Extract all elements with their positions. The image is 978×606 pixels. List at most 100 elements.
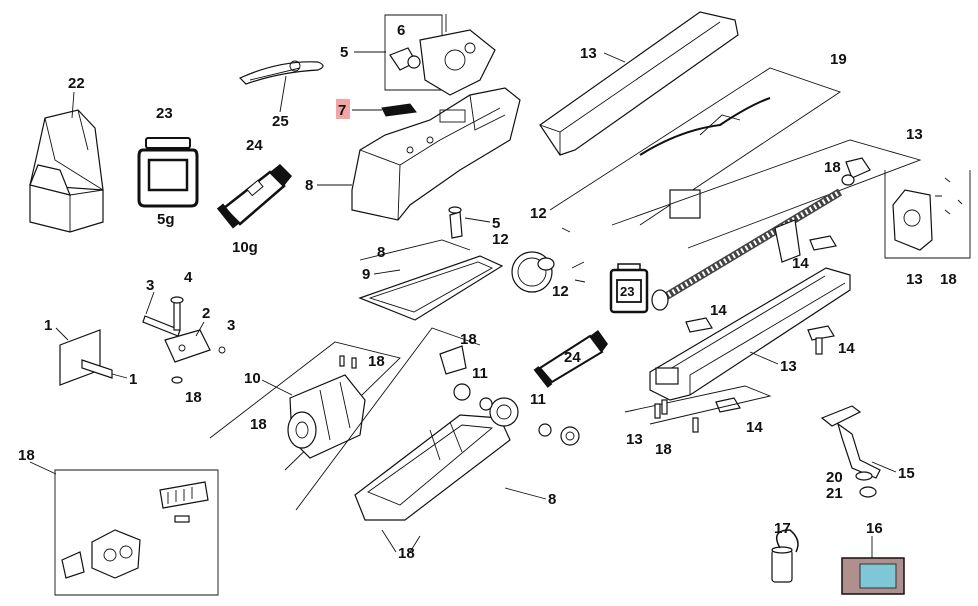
part-23-grease-jar-small[interactable] (609, 263, 649, 314)
part-9-seal-plate[interactable] (358, 255, 504, 321)
part-8-gearbox-base[interactable] (354, 414, 511, 521)
part-13-bracket-right[interactable] (892, 177, 963, 251)
label-18-gearbox: 18 (460, 331, 477, 348)
label-23-small: 23 (620, 284, 634, 299)
label-5-top: 5 (340, 44, 348, 61)
label-8-bottom: 8 (548, 491, 556, 508)
label-25: 25 (272, 113, 289, 130)
frame-part-9 (359, 239, 471, 261)
part-14-block-c[interactable] (807, 325, 835, 355)
label-13-top: 13 (580, 45, 597, 62)
label-14-a: 14 (792, 255, 809, 272)
part-3-pin[interactable] (142, 315, 226, 354)
part-24-grease-tube-small[interactable] (533, 330, 608, 388)
label-14-c: 14 (838, 340, 855, 357)
part-13-screws[interactable] (654, 399, 699, 433)
label-18-left: 18 (185, 389, 202, 406)
label-10: 10 (244, 370, 261, 387)
label-8-mid: 8 (377, 244, 385, 261)
label-7: 7 (338, 102, 346, 119)
label-18-screws: 18 (655, 441, 672, 458)
part-18-screws-motor[interactable] (339, 355, 357, 369)
part-18-bracket-upper[interactable] (841, 157, 871, 186)
label-3-b: 3 (227, 317, 235, 334)
label-9: 9 (362, 266, 370, 283)
part-1-base-plate[interactable] (59, 329, 113, 386)
frame-screws-lower (624, 385, 772, 425)
part-14-block-a[interactable] (809, 235, 837, 251)
tube-weight-10g: 10g (232, 239, 258, 256)
frame-part-13-right (884, 170, 971, 259)
label-22: 22 (68, 75, 85, 92)
label-8-top: 8 (305, 177, 313, 194)
frame-part-18-box (54, 469, 219, 596)
part-15-bracket[interactable] (820, 405, 881, 479)
part-13-base-rail[interactable] (649, 267, 851, 401)
label-18-box: 18 (18, 447, 35, 464)
frame-gearbox (295, 327, 481, 511)
part-21-nut[interactable] (859, 486, 877, 498)
part-4-bolt[interactable] (170, 296, 184, 331)
frame-part-19 (549, 67, 842, 226)
part-bearings[interactable] (538, 423, 580, 446)
label-13-bottomright: 13 (906, 271, 923, 288)
label-24-small: 24 (564, 349, 581, 366)
part-25-gasket[interactable] (238, 60, 324, 85)
part-22-box[interactable] (29, 109, 104, 233)
label-18-bottomright: 18 (940, 271, 957, 288)
label-13-screws: 13 (626, 431, 643, 448)
part-16-foam-pad[interactable] (841, 557, 905, 595)
label-12-a: 12 (530, 205, 547, 222)
part-screw-shaft[interactable] (651, 188, 843, 311)
label-11-a: 11 (472, 365, 488, 382)
label-17: 17 (774, 520, 791, 537)
label-18-upper: 18 (824, 159, 841, 176)
part-5-pin[interactable] (448, 206, 463, 239)
label-15: 15 (898, 465, 915, 482)
label-13-base: 13 (780, 358, 797, 375)
label-18-motor-b: 18 (250, 416, 267, 433)
part-24-grease-tube[interactable] (216, 164, 292, 229)
part-2-clevis[interactable] (164, 329, 211, 363)
label-6: 6 (397, 22, 405, 39)
label-24-top: 24 (246, 137, 263, 154)
label-21: 21 (826, 485, 843, 502)
part-10-motor[interactable] (287, 374, 366, 459)
part-18-control-box[interactable] (61, 481, 209, 579)
label-2: 2 (202, 305, 210, 322)
label-18-bottom: 18 (398, 545, 415, 562)
label-12-b: 12 (492, 231, 509, 248)
part-23-grease-jar[interactable] (137, 137, 199, 208)
label-14-d: 14 (746, 419, 763, 436)
label-14-b: 14 (710, 302, 727, 319)
jar-weight-5g: 5g (157, 211, 175, 228)
label-16: 16 (866, 520, 883, 537)
part-18-clip-gearbox[interactable] (439, 345, 467, 375)
part-17-capacitor[interactable] (771, 529, 799, 583)
label-1-b: 1 (129, 371, 137, 388)
label-19: 19 (830, 51, 847, 68)
label-13-right: 13 (906, 126, 923, 143)
part-20-washer[interactable] (855, 471, 873, 481)
part-8-cover[interactable] (351, 87, 521, 221)
part-6-assembly[interactable] (389, 14, 496, 96)
label-20: 20 (826, 469, 843, 486)
label-23: 23 (156, 105, 173, 122)
part-14-block-d[interactable] (715, 397, 741, 413)
label-12-c: 12 (552, 283, 569, 300)
label-11-b: 11 (530, 391, 546, 408)
part-12-gear[interactable] (511, 227, 586, 293)
part-18-screw-left[interactable] (171, 376, 183, 384)
frame-screw-assembly (611, 139, 922, 249)
part-19-wiring[interactable] (639, 0, 806, 219)
part-13-rail-cover[interactable] (539, 11, 739, 156)
label-1-a: 1 (44, 317, 52, 334)
part-11-gears[interactable] (453, 383, 519, 427)
label-5-mid: 5 (492, 215, 500, 232)
label-7-highlight (336, 99, 350, 119)
part-14-block-b[interactable] (685, 317, 713, 333)
label-3-a: 3 (146, 277, 154, 294)
label-18-motor: 18 (368, 353, 385, 370)
part-7-clip[interactable] (381, 103, 417, 117)
